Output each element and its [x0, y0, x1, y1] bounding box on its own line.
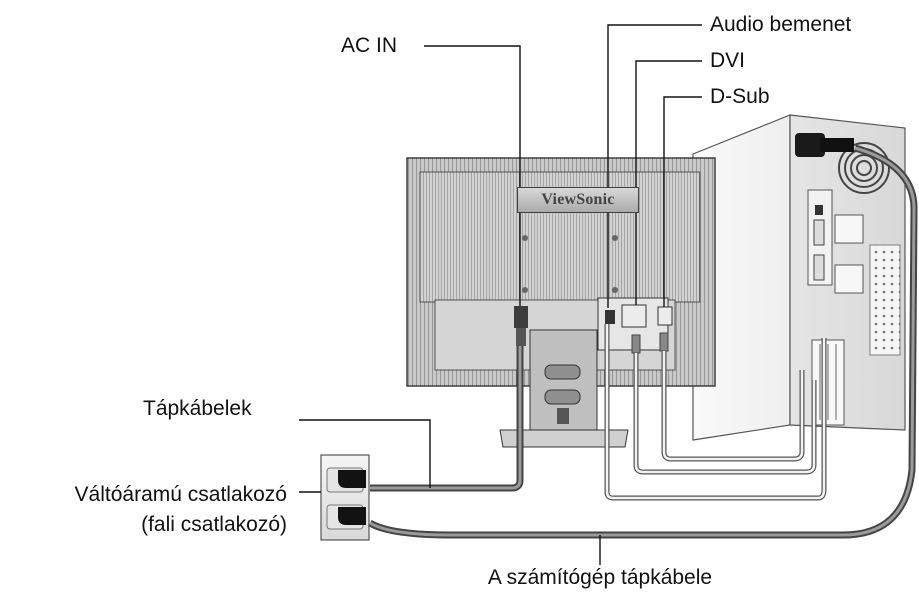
dvi-label: DVI — [710, 49, 746, 72]
ac-outlet-line-2: (fali csatlakozó) — [141, 513, 287, 536]
d-sub-label: D-Sub — [710, 85, 770, 108]
wall-outlet-icon — [320, 454, 370, 541]
computer-tower-icon — [692, 114, 906, 441]
cables — [368, 144, 918, 539]
brand-logo: ViewSonic — [517, 187, 639, 213]
ac-in-label: AC IN — [341, 34, 398, 57]
ac-outlet-label: Váltóáramú csatlakozó (fali csatlakozó) — [0, 480, 287, 540]
ac-outlet-line-1: Váltóáramú csatlakozó — [74, 483, 287, 506]
leader-lines — [299, 24, 702, 565]
power-cables-label: Tápkábelek — [143, 397, 252, 420]
pc-power-cable-label: A számítógép tápkábele — [487, 566, 713, 589]
audio-input-label: Audio bemenet — [710, 13, 852, 36]
